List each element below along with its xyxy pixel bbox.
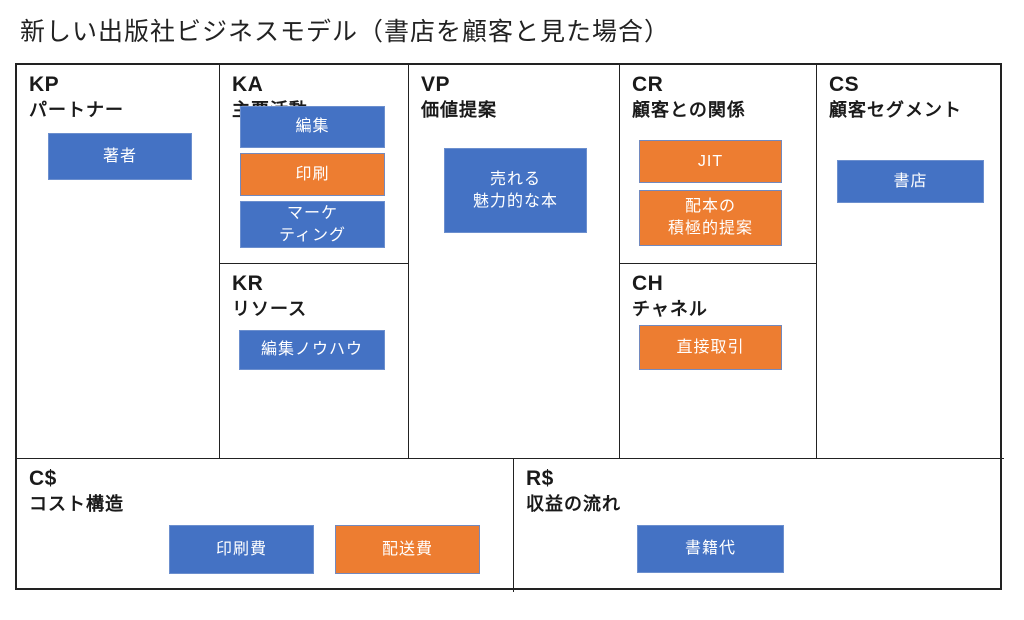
box-book-sales: 書籍代 [637, 525, 784, 573]
section-vp-value-proposition: VP 価値提案 [409, 65, 620, 458]
box-printing-cost: 印刷費 [169, 525, 314, 574]
section-kp-code: KP [29, 73, 60, 96]
box-editing: 編集 [240, 106, 385, 148]
box-proactive-delivery: 配本の 積極的提案 [639, 190, 782, 246]
box-direct-trade: 直接取引 [639, 325, 782, 370]
section-ch-channels: CH チャネル [620, 264, 817, 458]
section-kp-key-partners: KP パートナー [17, 65, 220, 458]
section-ch-code: CH [632, 272, 664, 295]
section-cr-label: 顧客との関係 [632, 100, 746, 120]
box-jit: JIT [639, 140, 782, 183]
section-cs-code: CS [829, 73, 860, 96]
business-model-canvas: KP パートナー KA 主要活動 KR リソース VP 価値提案 CR 顧客との… [15, 63, 1004, 592]
section-revenue-code: R$ [526, 467, 554, 490]
section-cr-customer-relationships: CR 顧客との関係 [620, 65, 817, 264]
section-revenue-label: 収益の流れ [526, 494, 621, 514]
box-editing-knowhow: 編集ノウハウ [239, 330, 385, 370]
section-kr-code: KR [232, 272, 264, 295]
box-shipping-cost: 配送費 [335, 525, 480, 574]
section-kp-label: パートナー [29, 100, 124, 120]
section-kr-key-resources: KR リソース [220, 264, 409, 458]
section-vp-label: 価値提案 [421, 100, 497, 120]
box-marketing: マーケ ティング [240, 201, 385, 248]
section-cs-customer-segments: CS 顧客セグメント [817, 65, 1004, 458]
section-cs-label: 顧客セグメント [829, 100, 962, 120]
box-sellable-books: 売れる 魅力的な本 [444, 148, 587, 233]
section-ka-code: KA [232, 73, 264, 96]
section-ch-label: チャネル [632, 299, 708, 319]
section-cr-code: CR [632, 73, 664, 96]
page-title: 新しい出版社ビジネスモデル（書店を顧客と見た場合） [20, 18, 671, 46]
section-cost-code: C$ [29, 467, 57, 490]
section-cost-structure: C$ コスト構造 [17, 458, 514, 592]
box-printing: 印刷 [240, 153, 385, 196]
section-kr-label: リソース [232, 299, 308, 319]
box-authors: 著者 [48, 133, 192, 180]
box-bookstore: 書店 [837, 160, 984, 203]
section-revenue-streams: R$ 収益の流れ [514, 458, 1004, 592]
section-vp-code: VP [421, 73, 451, 96]
section-cost-label: コスト構造 [29, 494, 124, 514]
